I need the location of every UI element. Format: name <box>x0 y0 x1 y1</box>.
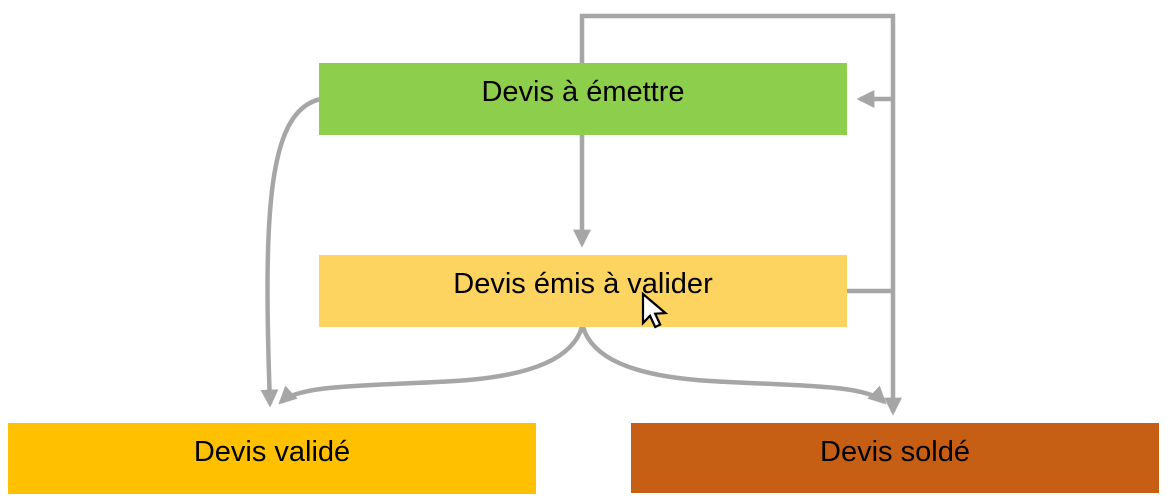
node-devis-a-emettre[interactable] <box>319 63 847 135</box>
mouse-cursor-icon <box>641 291 669 329</box>
node-group: Devis à émettre Devis émis à valider Dev… <box>8 63 1159 494</box>
connector-group <box>260 13 902 416</box>
node-devis-a-emettre-label: Devis à émettre <box>481 76 684 108</box>
node-devis-valide[interactable] <box>8 423 536 494</box>
node-devis-solde[interactable] <box>631 423 1159 493</box>
edge-valider-to-solde <box>580 326 887 405</box>
node-devis-solde-label: Devis soldé <box>820 436 970 468</box>
edge-valider-to-valide <box>278 326 585 405</box>
node-devis-emis-a-valider-label: Devis émis à valider <box>453 268 713 300</box>
node-devis-valide-label: Devis validé <box>194 436 350 468</box>
edge-emettre-to-solde-loop <box>579 13 902 416</box>
node-devis-emis-a-valider[interactable] <box>319 255 847 327</box>
edge-emettre-to-valide <box>260 96 322 408</box>
